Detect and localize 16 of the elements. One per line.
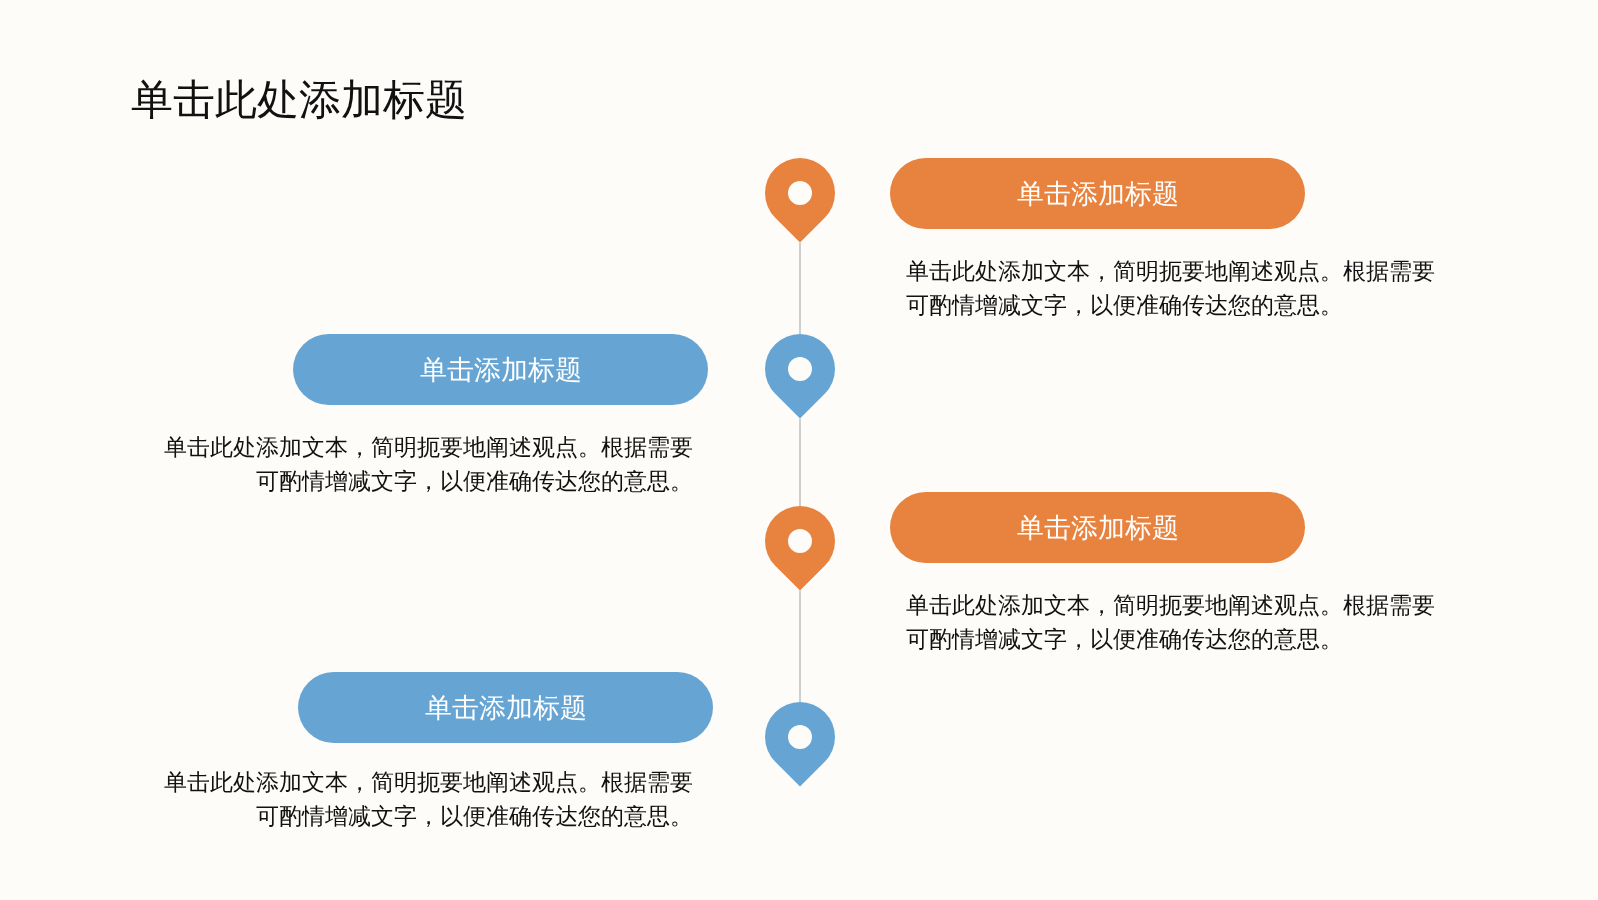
- heading-pill: 单击添加标题: [293, 334, 708, 405]
- map-pin-icon: [764, 506, 836, 592]
- timeline-line: [799, 241, 801, 335]
- timeline-line: [799, 417, 801, 507]
- timeline-line: [799, 589, 801, 703]
- description-text: 单击此处添加文本，简明扼要地阐述观点。根据需要可酌情增减文字，以便准确传达您的意思。: [906, 591, 1436, 654]
- map-pin-icon: [764, 334, 836, 420]
- heading-pill: 单击添加标题: [890, 158, 1305, 229]
- description-text: 单击此处添加文本，简明扼要地阐述观点。根据需要可酌情增减文字，以便准确传达您的意思。: [163, 768, 693, 831]
- slide-title: 单击此处添加标题: [131, 74, 467, 126]
- description-text: 单击此处添加文本，简明扼要地阐述观点。根据需要可酌情增减文字，以便准确传达您的意思。: [906, 257, 1436, 320]
- description-text: 单击此处添加文本，简明扼要地阐述观点。根据需要可酌情增减文字，以便准确传达您的意思。: [163, 433, 693, 496]
- heading-pill: 单击添加标题: [890, 492, 1305, 563]
- map-pin-icon: [764, 158, 836, 244]
- heading-pill: 单击添加标题: [298, 672, 713, 743]
- map-pin-icon: [764, 702, 836, 788]
